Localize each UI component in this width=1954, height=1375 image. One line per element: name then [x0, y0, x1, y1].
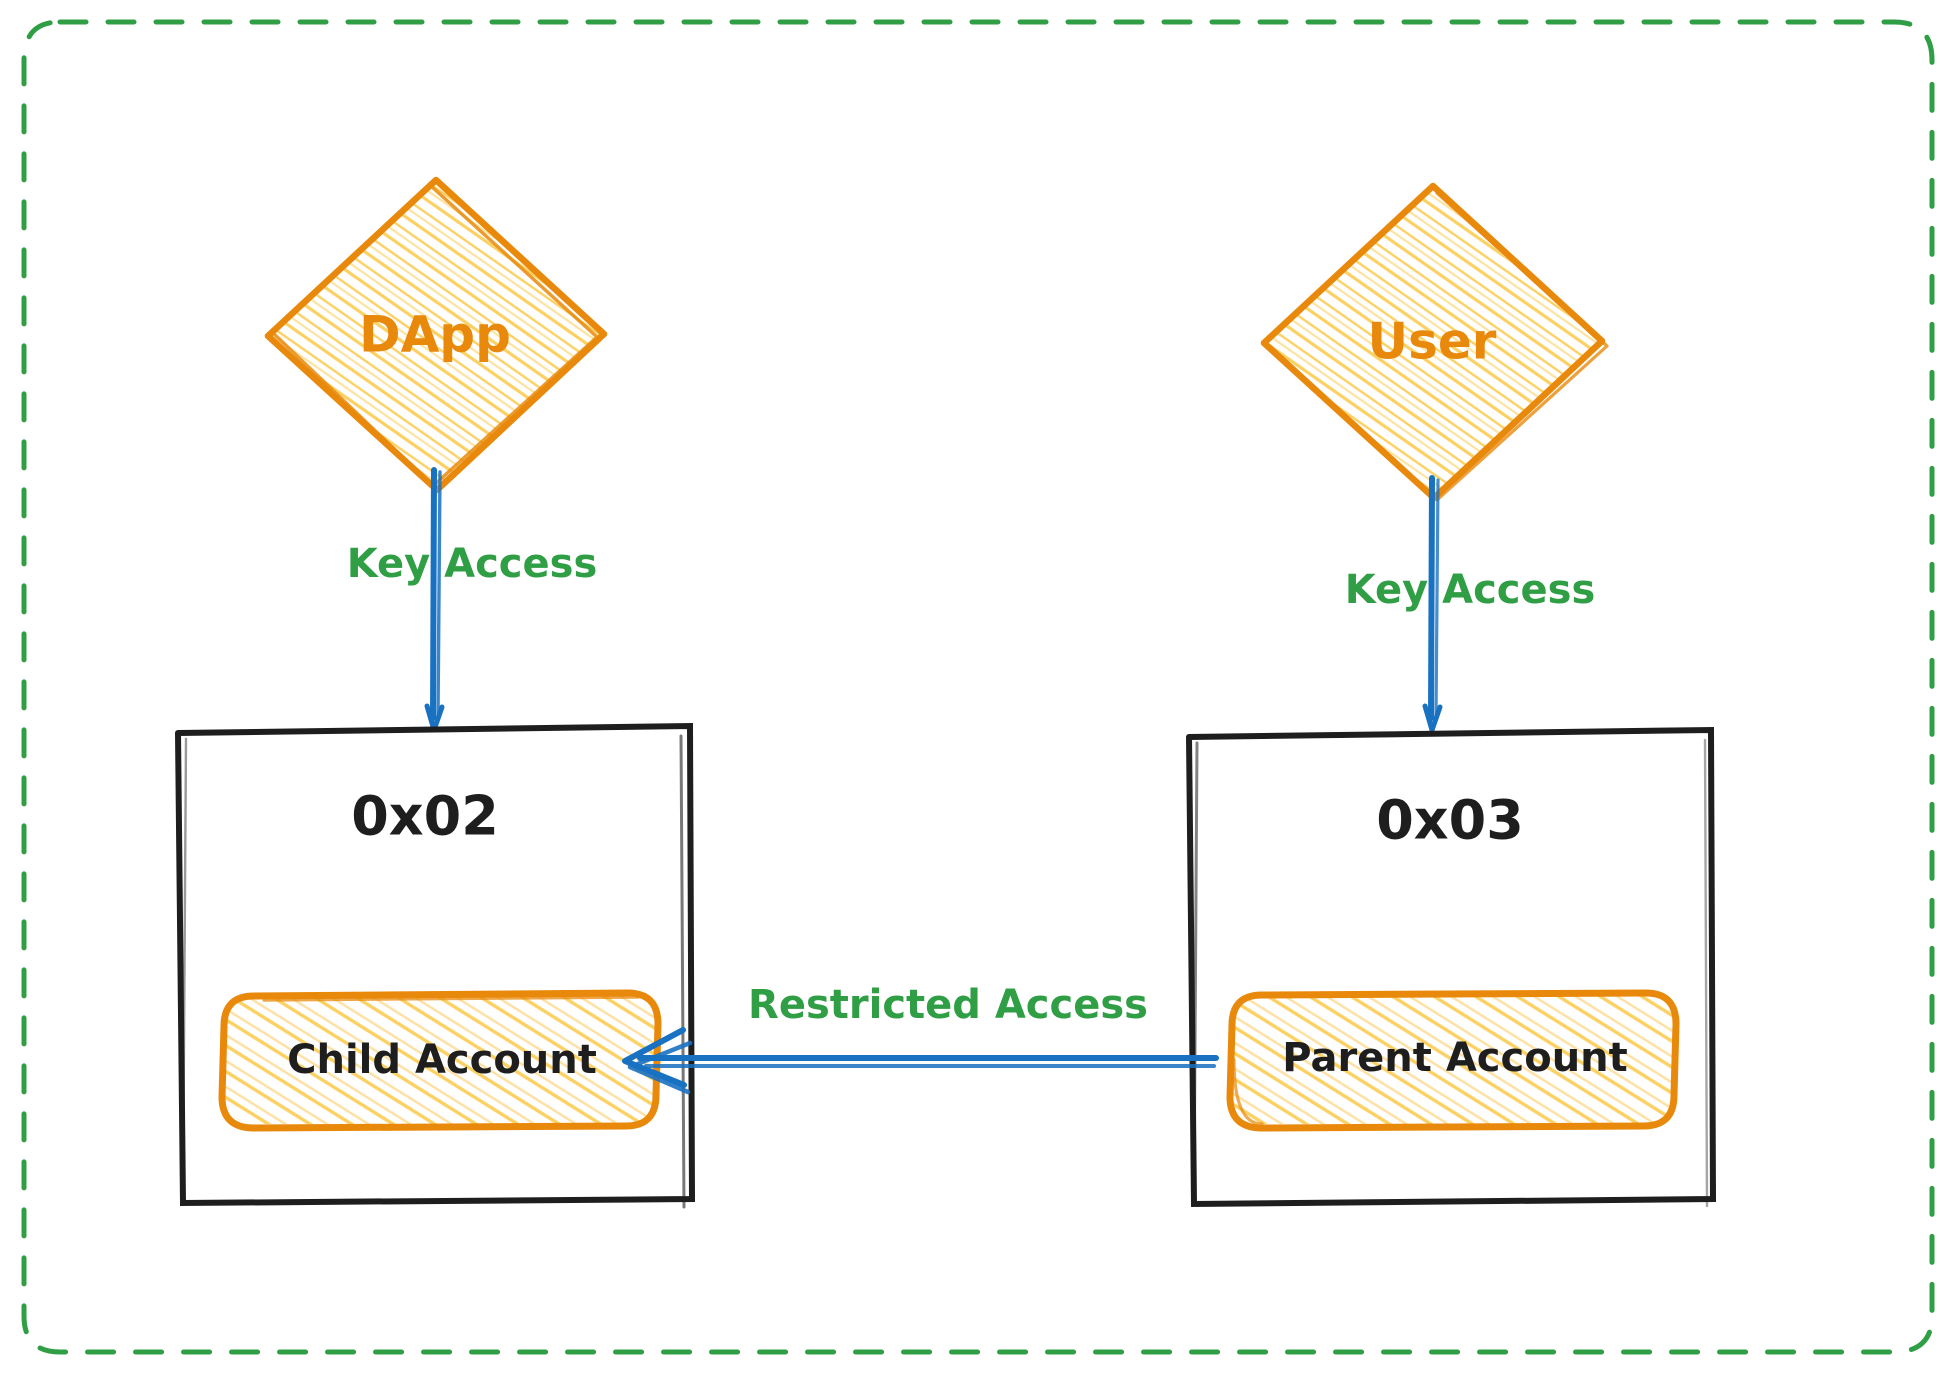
edge-user-to-parent[interactable]: [1422, 475, 1443, 733]
node-parent-account[interactable]: Parent Account: [1226, 989, 1680, 1132]
edge-label-key-access-right: Key Access: [1345, 567, 1596, 613]
user-outline-b: [1268, 191, 1609, 502]
node-user[interactable]: User: [1260, 182, 1609, 502]
parent-account-fill: [1232, 996, 1674, 1124]
edge-line-1b: [436, 470, 442, 718]
box-right-label: 0x03: [1376, 789, 1524, 852]
box-left-outline-b: [679, 734, 686, 1209]
node-account-0x02[interactable]: 0x02: [175, 722, 696, 1209]
user-label: User: [1368, 313, 1497, 371]
child-account-label: Child Account: [287, 1037, 597, 1083]
edge-label-restricted-access: Restricted Access: [748, 982, 1148, 1028]
box-right-outline-c: [1703, 738, 1709, 1208]
box-right-outline-b: [1192, 741, 1199, 1199]
dapp-label: DApp: [359, 306, 511, 364]
edge-line-1: [430, 467, 437, 721]
edge-line-2b: [1434, 478, 1440, 718]
edge-line-2: [1428, 475, 1435, 721]
node-child-account[interactable]: Child Account: [218, 989, 662, 1132]
box-left-outline-a: [175, 722, 696, 1207]
node-dapp[interactable]: DApp: [264, 176, 608, 494]
child-account-outline-a: [218, 989, 662, 1132]
edge-dapp-to-child[interactable]: [424, 467, 445, 733]
box-left-outline-c: [181, 737, 188, 1198]
edge-parent-to-child[interactable]: [622, 1027, 1219, 1095]
parent-account-outline-b: [1232, 1058, 1264, 1126]
edge-arrowhead-1: [424, 703, 445, 733]
edge-arrowhead-2: [1422, 703, 1443, 733]
edge-label-key-access-left: Key Access: [347, 541, 598, 587]
node-account-0x03[interactable]: 0x03: [1186, 726, 1717, 1208]
edge-arrowhead-3b: [627, 1040, 693, 1095]
box-right-outline-a: [1186, 726, 1717, 1208]
parent-account-label: Parent Account: [1282, 1035, 1628, 1081]
outer-boundary: [21, 19, 1935, 1355]
child-account-outline-b: [262, 995, 640, 1002]
child-account-fill: [224, 996, 656, 1124]
parent-account-outline-a: [1226, 989, 1680, 1132]
box-left-label: 0x02: [351, 785, 499, 848]
